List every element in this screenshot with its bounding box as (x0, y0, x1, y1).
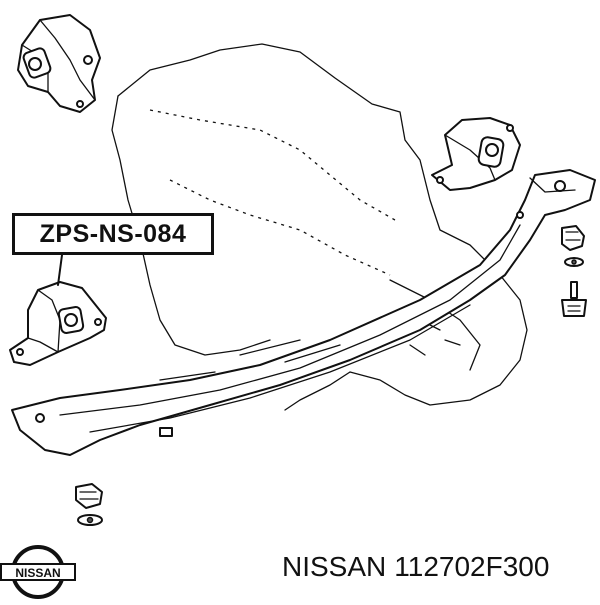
bolt-hole-left (35, 413, 45, 423)
bolt-hole-right-small (516, 211, 524, 219)
bolt-hole-right (554, 180, 566, 192)
crossmember (11, 169, 596, 456)
mount-left-highlighted (9, 281, 107, 366)
nissan-logo-text: NISSAN (15, 566, 60, 580)
crossmember-tab (159, 427, 173, 437)
caption-brand: NISSAN (282, 551, 387, 582)
caption-part-number: 112702F300 (394, 551, 550, 582)
nissan-logo: NISSAN (0, 544, 76, 600)
hardware-right (561, 225, 587, 317)
label-leader-line (57, 254, 63, 286)
part-label: ZPS-NS-084 (39, 219, 187, 248)
hardware-bottom-left (75, 483, 103, 526)
nissan-logo-mark: NISSAN (0, 545, 76, 599)
part-label-box: ZPS-NS-084 (12, 213, 214, 255)
mount-top-right (431, 117, 521, 191)
mount-top-left (17, 14, 101, 113)
